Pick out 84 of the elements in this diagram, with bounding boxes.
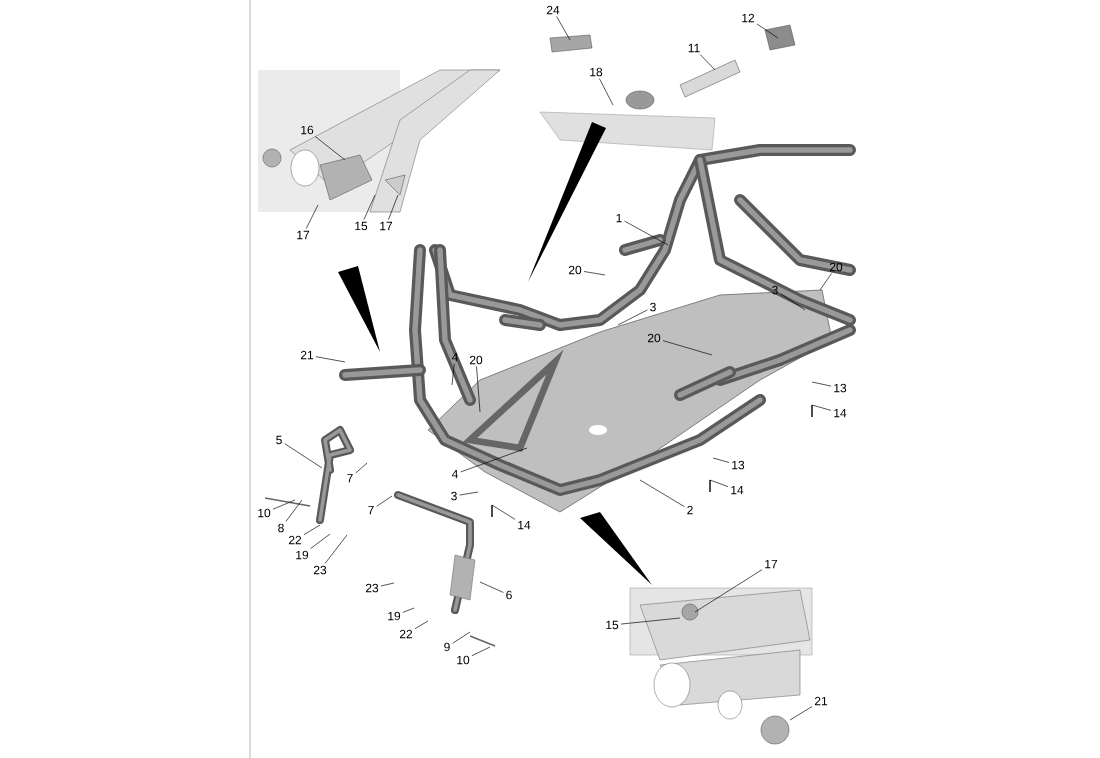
callout-number: 20 (647, 333, 661, 343)
leader-line (324, 534, 348, 564)
leader-line (620, 617, 681, 625)
callout-number: 15 (355, 221, 368, 231)
callout-number: 10 (258, 508, 271, 518)
leader-line (272, 499, 296, 510)
leader-line (780, 293, 806, 311)
leader-line (314, 136, 346, 161)
callout-number: 13 (732, 460, 745, 470)
callout-number: 22 (288, 535, 302, 545)
callout-number: 20 (829, 262, 843, 272)
callout-number: 2 (687, 505, 693, 515)
callout-number: 16 (301, 125, 314, 135)
callout-number: 7 (347, 473, 353, 483)
leader-line (756, 23, 779, 39)
callout-number: 13 (834, 383, 847, 393)
leader-line (414, 620, 429, 630)
callout-number: 7 (368, 505, 374, 515)
callout-number: 20 (469, 355, 483, 365)
leader-line (460, 447, 528, 473)
leader-line (624, 220, 669, 246)
callout-number: 22 (399, 629, 413, 639)
leader-line (310, 533, 331, 549)
callout-number: 17 (380, 221, 393, 231)
callout-number: 11 (688, 43, 700, 53)
leader-line (479, 581, 504, 593)
callout-number: 6 (506, 590, 512, 600)
leader-line (363, 194, 376, 220)
callout-number: 14 (518, 520, 531, 530)
leader-line (694, 569, 763, 613)
leader-line (639, 479, 685, 507)
leader-line (662, 340, 713, 356)
callout-number: 23 (313, 565, 327, 575)
leader-line (315, 356, 346, 363)
callout-number: 5 (276, 435, 282, 445)
callout-number: 21 (814, 696, 828, 706)
leader-line (284, 443, 323, 469)
leader-line (819, 273, 832, 291)
leader-line (459, 491, 479, 496)
callout-number: 9 (444, 642, 450, 652)
leader-line (380, 582, 395, 587)
callout-number: 21 (300, 350, 314, 360)
callout-number: 17 (297, 230, 310, 240)
callout-number: 3 (772, 285, 778, 295)
leader-line (599, 78, 614, 106)
leader-line (402, 607, 415, 613)
callout-number: 3 (650, 302, 656, 312)
leader-line (699, 54, 716, 71)
callout-number: 24 (546, 5, 560, 15)
leader-line (789, 706, 813, 721)
leader-line (452, 631, 471, 644)
leader-line (491, 504, 516, 520)
callout-number: 19 (296, 550, 309, 560)
callout-number: 12 (742, 13, 755, 23)
callout-number: 23 (365, 583, 379, 593)
leader-line (556, 16, 571, 41)
callout-number: 20 (568, 265, 582, 275)
callout-number: 4 (451, 352, 458, 362)
leader-line (451, 363, 455, 386)
leader-line (709, 479, 729, 488)
callout-number: 14 (731, 485, 744, 495)
callout-number: 15 (606, 620, 619, 630)
callout-number: 3 (451, 491, 457, 501)
leader-line (305, 204, 319, 229)
leader-line (376, 495, 393, 507)
leader-line (811, 381, 832, 387)
leader-line (355, 462, 368, 474)
leader-line (617, 309, 648, 326)
callout-number: 17 (765, 559, 778, 569)
leader-line (712, 457, 730, 463)
leader-line (476, 366, 481, 413)
callout-number: 1 (616, 213, 622, 223)
callout-number: 18 (590, 67, 603, 77)
callout-number: 4 (451, 469, 458, 479)
callout-number: 14 (834, 408, 847, 418)
callout-number: 19 (388, 611, 401, 621)
leader-line (388, 194, 399, 220)
callout-number: 10 (457, 655, 470, 665)
leader-line (471, 646, 491, 657)
callout-number: 8 (278, 523, 284, 533)
leader-line (285, 499, 303, 522)
leader-line (303, 524, 321, 535)
leader-line (811, 404, 832, 411)
leader-line (583, 271, 606, 276)
